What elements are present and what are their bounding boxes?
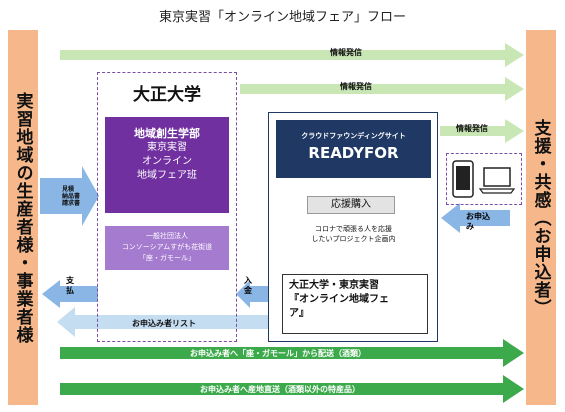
apply-arrow <box>441 203 510 233</box>
laptop-icon <box>478 167 516 194</box>
readyfor-logo: READYFOR <box>308 144 399 162</box>
delivery-other-label: お申込み者へ産地直送（酒類以外の特産品） <box>200 385 360 394</box>
info-label-1: 情報発信 <box>330 48 362 57</box>
smartphone-icon <box>452 160 474 198</box>
apply-label: お申込み <box>466 212 490 231</box>
readyfor-subtitle: クラウドファウンディングサイト <box>301 132 406 140</box>
applicant-list-label: お申込み者リスト <box>132 319 196 328</box>
estimate-label: 見積 納品書 請求書 <box>62 186 81 207</box>
supporters-label: 支援・共感（お申込者） <box>530 118 551 317</box>
supporters-sidebar: 支援・共感（お申込者） <box>526 30 556 405</box>
payment-arrow <box>42 280 98 308</box>
consortium-box: 一般社団法人 コンソーシアムすがも花街道 「座・ガモール」 <box>105 226 229 270</box>
info-label-2: 情報発信 <box>340 82 372 91</box>
devices-group <box>446 153 522 205</box>
estimate-arrow <box>40 166 99 226</box>
producers-sidebar: 実習地域の生産者様・事業者様 <box>8 30 38 405</box>
info-arrow-2 <box>240 77 524 101</box>
readyfor-description: コロナで頑張る人を応援 したいプロジェクト企画内 <box>311 225 396 243</box>
university-group <box>97 72 237 342</box>
delivery-alcohol-arrow <box>60 339 524 367</box>
page-title: 東京実習「オンライン地域フェア」フロー <box>158 10 406 25</box>
readyfor-header: クラウドファウンディングサイト READYFOR <box>276 120 431 178</box>
dept-box: 地域創生学部 東京実習 オンライン 地域フェア班 <box>105 117 229 213</box>
delivery-other-arrow <box>60 375 524 403</box>
info-arrow-3 <box>440 119 524 143</box>
university-name: 大正大学 <box>133 85 201 105</box>
project-box: 大正大学・東京実習 『オンライン地域フェ ア』 <box>282 274 428 334</box>
applicant-list-arrow <box>57 307 268 337</box>
payment-label: 支払 <box>66 276 74 295</box>
info-label-3: 情報発信 <box>456 124 488 133</box>
support-purchase-button[interactable]: 応援購入 <box>307 196 395 214</box>
delivery-alcohol-label: お申込み者へ「座・ガモール」から配送（酒類） <box>190 349 366 358</box>
deposit-label: 入金 <box>244 276 252 295</box>
info-arrow-1 <box>60 43 524 67</box>
producers-label: 実習地域の生産者様・事業者様 <box>12 91 33 344</box>
deposit-arrow <box>236 280 268 308</box>
device-icons <box>452 160 516 198</box>
